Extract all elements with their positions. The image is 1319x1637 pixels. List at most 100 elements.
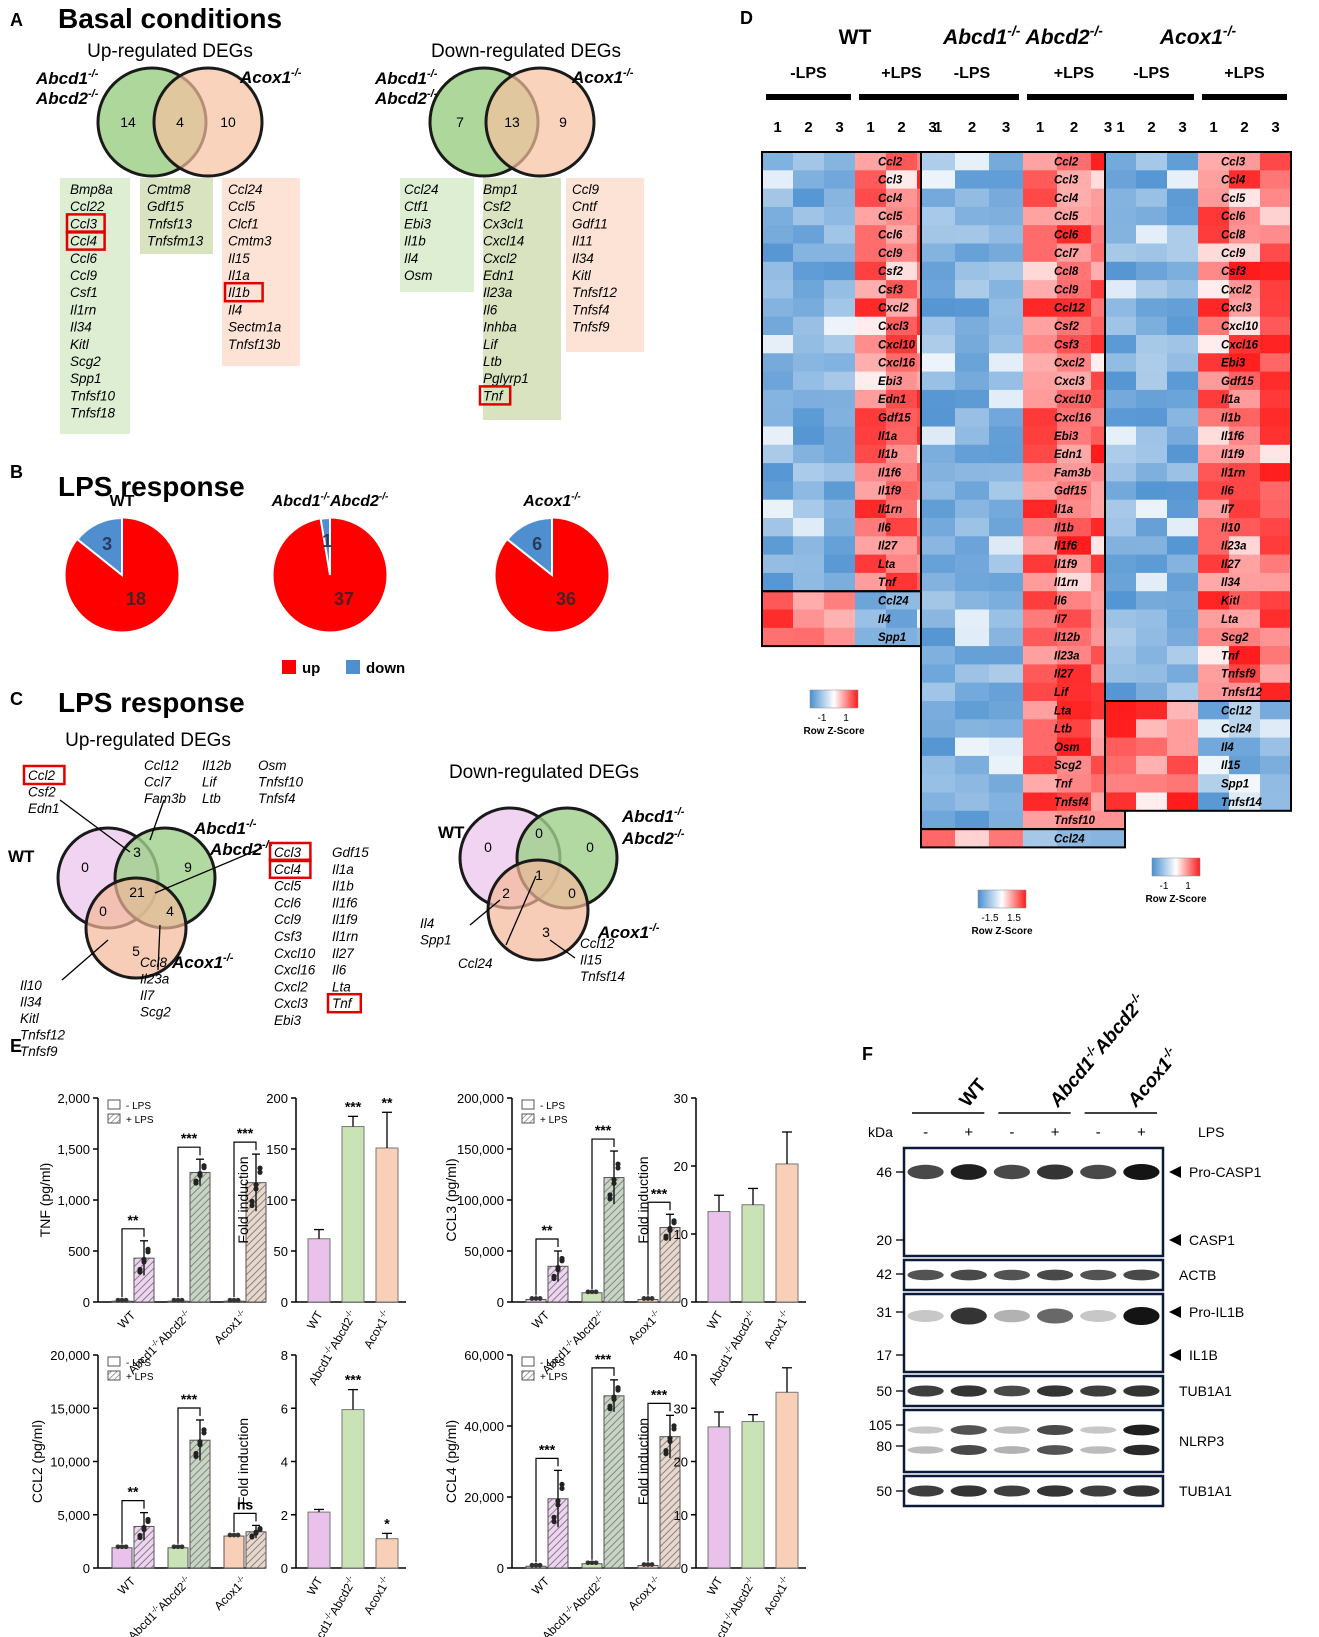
heatmap-cell xyxy=(824,261,856,281)
heatmap-cell xyxy=(955,682,990,702)
gene-label: Il23a xyxy=(140,972,170,987)
heatmap-cell xyxy=(921,554,956,574)
heatmap-row-label: Ccl3 xyxy=(1221,156,1246,168)
replicate-label: 3 xyxy=(835,119,843,136)
gene-label: Ccl6 xyxy=(274,895,301,910)
legend-label: - LPS xyxy=(540,1358,565,1369)
data-point xyxy=(649,1562,655,1567)
heatmap-cell xyxy=(1105,353,1137,373)
y-tick-label: 20,000 xyxy=(50,1348,90,1363)
heatmap-cell xyxy=(886,389,918,409)
heatmap-cell xyxy=(762,152,794,171)
heatmap-cell xyxy=(1198,298,1230,318)
heatmap-cell xyxy=(886,353,918,373)
heatmap-cell xyxy=(1023,280,1058,299)
data-point xyxy=(607,1403,613,1409)
heatmap-cell xyxy=(1260,792,1292,812)
heatmap-cell xyxy=(989,627,1024,647)
y-tick-label: 0 xyxy=(681,1561,688,1576)
data-point xyxy=(179,1297,185,1303)
pie-title: WT xyxy=(110,493,135,510)
heatmap-cell xyxy=(1105,518,1137,537)
heatmap-cell xyxy=(921,609,956,629)
heatmap-cell xyxy=(1167,774,1199,793)
gene-label: Kitl xyxy=(572,268,592,283)
significance-bracket xyxy=(647,1402,671,1562)
heatmap-cell xyxy=(955,426,990,446)
heatmap-cell xyxy=(955,792,990,812)
data-point xyxy=(641,1562,647,1567)
heatmap-row-label: Lta xyxy=(878,559,896,571)
heatmap-cell xyxy=(1198,792,1230,812)
bar-minus-lps xyxy=(111,1547,133,1569)
gene-label: Inhba xyxy=(483,320,517,335)
fold-bar xyxy=(707,1211,731,1303)
heatmap-cell xyxy=(989,170,1024,190)
heatmap-cell xyxy=(1229,646,1261,665)
gene-label: Ccl22 xyxy=(70,199,105,214)
heatmap-cell xyxy=(921,518,956,537)
y-tick-label: 200 xyxy=(266,1091,288,1106)
heatmap-cell xyxy=(1229,188,1261,208)
data-point xyxy=(555,1498,561,1504)
data-point xyxy=(257,1169,263,1175)
heatmap-cell xyxy=(793,609,825,629)
heatmap-row-label: Tnfsf14 xyxy=(1221,797,1263,809)
blot-band xyxy=(993,1446,1031,1454)
heatmap-cell xyxy=(793,280,825,299)
significance-bracket xyxy=(121,1228,145,1298)
heatmap-cell xyxy=(1198,170,1230,190)
x-tick-label: WT xyxy=(704,1574,726,1598)
heatmap-cell xyxy=(1105,664,1137,684)
heatmap-cell xyxy=(793,518,825,537)
gene-label: Edn1 xyxy=(483,268,515,283)
heatmap-cell xyxy=(921,170,956,190)
heatmap-cell xyxy=(1105,261,1137,281)
heatmap-condition-label: -LPS xyxy=(954,65,991,82)
gene-label: Lif xyxy=(202,775,218,790)
heatmap-cell xyxy=(793,261,825,281)
gene-label: Il12b xyxy=(202,758,232,773)
heatmap-cell xyxy=(1023,152,1058,171)
gene-label: Ccl8 xyxy=(140,955,167,970)
heatmap-cell xyxy=(1057,444,1092,464)
blot-band xyxy=(993,1485,1031,1497)
heatmap-cell xyxy=(1167,737,1199,757)
heatmap-cell xyxy=(1057,426,1092,446)
heatmap-cell xyxy=(1229,463,1261,482)
replicate-label: 2 xyxy=(968,119,976,136)
gene-label: Osm xyxy=(258,758,287,773)
gene-list-a-up-right: Ccl24Ccl5Clcf1Cmtm3Il15Il1aIl1bIl4Sectm1… xyxy=(223,182,282,352)
heatmap-row-label: Lta xyxy=(1221,614,1239,626)
heatmap-row-label: Edn1 xyxy=(878,394,906,406)
heatmap-cell xyxy=(1105,609,1137,629)
data-point xyxy=(249,1202,255,1209)
heatmap-cell xyxy=(1136,389,1168,409)
heatmap-cell xyxy=(1057,829,1092,848)
heatmap-cell xyxy=(1105,627,1137,647)
heatmap-cell xyxy=(1136,225,1168,244)
blot-band xyxy=(1123,1385,1160,1397)
replicate-label: 3 xyxy=(1178,119,1186,136)
heatmap-cell xyxy=(762,499,794,519)
blot-band xyxy=(950,1164,987,1180)
heatmap-cell xyxy=(793,536,825,556)
gene-label: Il1a xyxy=(332,862,354,877)
heatmap-cell xyxy=(762,261,794,281)
significance-bracket xyxy=(233,1512,257,1533)
data-point xyxy=(201,1163,207,1169)
blot-band xyxy=(1036,1269,1074,1281)
y-tick-label: 1,500 xyxy=(57,1142,90,1157)
replicate-label: 3 xyxy=(928,119,936,136)
heatmap-cell xyxy=(1023,463,1058,482)
heatmap-row-label: Cxcl3 xyxy=(878,321,909,333)
heatmap-cell xyxy=(855,152,887,171)
heatmap-cell xyxy=(886,152,918,171)
heatmap-cell xyxy=(886,225,918,244)
venn-a-down-left-label-2: Abcd2-/- xyxy=(374,88,438,108)
heatmap-condition-label: -LPS xyxy=(1133,65,1170,82)
